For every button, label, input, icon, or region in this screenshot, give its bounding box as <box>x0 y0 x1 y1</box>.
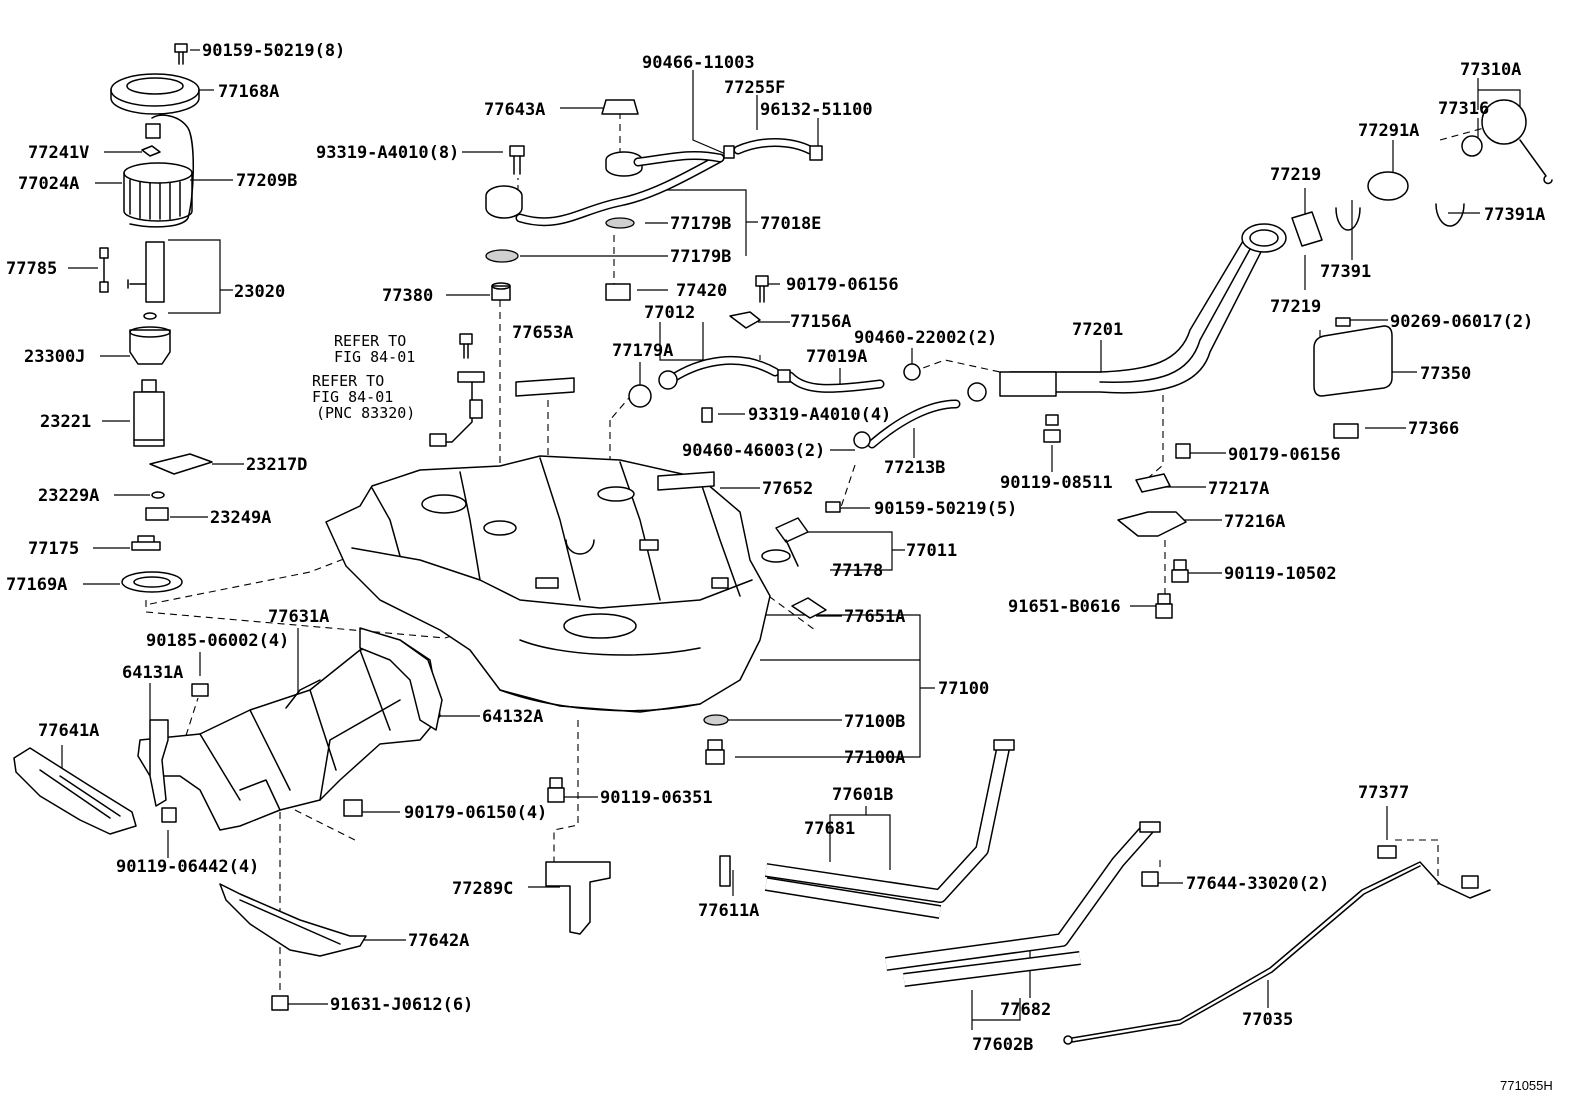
reference-note-2-line-3: (PNC 83320) <box>316 404 415 422</box>
callout-c67: 90119-06442(4) <box>116 857 259 877</box>
callout-c42: 77316 <box>1438 99 1489 119</box>
callout-c76: 77682 <box>1000 1000 1051 1020</box>
callout-c14: 77169A <box>6 575 67 595</box>
callout-c25: 90179-06156 <box>786 275 899 295</box>
callout-c32: 93319-A4010(4) <box>748 405 891 425</box>
callout-c66: 90119-06351 <box>600 788 713 808</box>
callout-c52: 77217A <box>1208 479 1269 499</box>
callout-c57: 77100 <box>938 679 989 699</box>
filler-pipe-assembly <box>628 223 1287 567</box>
callout-c29: 77179A <box>612 341 673 361</box>
callout-c47: 77219 <box>1270 297 1321 317</box>
callout-c24: 77420 <box>676 281 727 301</box>
callout-c21: 77018E <box>760 214 821 234</box>
callout-c20: 77179B <box>670 214 731 234</box>
filler-cap-assembly <box>1117 99 1553 619</box>
reference-note-2-line-1: REFER TO <box>312 372 384 390</box>
reference-note-1-line-2: FIG 84-01 <box>334 348 415 366</box>
callout-c08: 23300J <box>24 347 85 367</box>
callout-c37: 77011 <box>906 541 957 561</box>
callout-c54: 90119-10502 <box>1224 564 1337 584</box>
callout-c05: 77209B <box>236 171 297 191</box>
callout-c56: 77651A <box>844 607 905 627</box>
callout-c33: 90460-46003(2) <box>682 441 825 461</box>
callout-c40: 90119-08511 <box>1000 473 1113 493</box>
callout-c13: 77175 <box>28 539 79 559</box>
callout-c62: 64131A <box>122 663 183 683</box>
callout-c16: 77255F <box>724 78 785 98</box>
fuel-tank <box>325 377 827 765</box>
reference-note-2-line-2: FIG 84-01 <box>312 388 393 406</box>
callout-c70: 91631-J0612(6) <box>330 995 473 1015</box>
callout-c36: 90159-50219(5) <box>874 499 1017 519</box>
callout-c22: 77179B <box>670 247 731 267</box>
callout-c30: 90460-22002(2) <box>854 328 997 348</box>
callout-c15: 90466-11003 <box>642 53 755 73</box>
callout-c68: 77289C <box>452 879 513 899</box>
callout-c12: 23249A <box>210 508 271 528</box>
callout-c10: 23217D <box>246 455 307 475</box>
reference-note-1-line-1: REFER TO <box>334 332 406 350</box>
callout-c74: 77377 <box>1358 783 1409 803</box>
tank-straps <box>719 739 1161 987</box>
callout-c45: 77391A <box>1484 205 1545 225</box>
callout-c04: 77024A <box>18 174 79 194</box>
callout-c71: 77601B <box>832 785 893 805</box>
callout-c09: 23221 <box>40 412 91 432</box>
fuel-lid-cable <box>1063 845 1491 1045</box>
callout-c72: 77681 <box>804 819 855 839</box>
callout-labels: 90159-50219(8) 77168A 77241V 77024A 7720… <box>6 41 1553 1093</box>
callout-c07: 23020 <box>234 282 285 302</box>
callout-c61: 90185-06002(4) <box>146 631 289 651</box>
callout-c19: 93319-A4010(8) <box>316 143 459 163</box>
callout-c03: 77241V <box>28 143 89 163</box>
callout-c28: 77156A <box>790 312 851 332</box>
callout-c41: 77310A <box>1460 60 1521 80</box>
callout-c46: 77391 <box>1320 262 1371 282</box>
callout-c73: 77611A <box>698 901 759 921</box>
callout-c27: 77012 <box>644 303 695 323</box>
callout-c58: 77100B <box>844 712 905 732</box>
callout-c55: 91651-B0616 <box>1008 597 1121 617</box>
callout-c51: 90179-06156 <box>1228 445 1341 465</box>
callout-c63: 64132A <box>482 707 543 727</box>
callout-c49: 77350 <box>1420 364 1471 384</box>
callout-c65: 90179-06150(4) <box>404 803 547 823</box>
callout-c11: 23229A <box>38 486 99 506</box>
callout-c18: 77643A <box>484 100 545 120</box>
callout-c31: 77019A <box>806 347 867 367</box>
callout-c26: 77653A <box>512 323 573 343</box>
callout-c77: 77035 <box>1242 1010 1293 1030</box>
callout-c64: 77641A <box>38 721 99 741</box>
vent-line-assembly <box>485 99 823 329</box>
callout-c23: 77380 <box>382 286 433 306</box>
heat-shield-assembly <box>13 627 611 1011</box>
callout-c69: 77642A <box>408 931 469 951</box>
callout-c02: 77168A <box>218 82 279 102</box>
fuel-sender-reference <box>429 333 485 447</box>
callout-c50: 77366 <box>1408 419 1459 439</box>
callout-c59: 77100A <box>844 748 905 768</box>
callout-c44: 77219 <box>1270 165 1321 185</box>
callout-c43: 77291A <box>1358 121 1419 141</box>
callout-c17: 96132-51100 <box>760 100 873 120</box>
callout-c60: 77631A <box>268 607 329 627</box>
callout-c38: 77178 <box>832 561 883 581</box>
callout-c01: 90159-50219(8) <box>202 41 345 61</box>
callout-c48: 90269-06017(2) <box>1390 312 1533 332</box>
leader-lines <box>61 49 1521 1030</box>
diagram-id: 771055H <box>1500 1078 1553 1093</box>
callout-c06: 77785 <box>6 259 57 279</box>
callout-c78: 77602B <box>972 1035 1033 1055</box>
callout-c75: 77644-33020(2) <box>1186 874 1329 894</box>
callout-c35: 77652 <box>762 479 813 499</box>
callout-c53: 77216A <box>1224 512 1285 532</box>
fuel-pump-assembly <box>99 43 213 593</box>
callout-c39: 77201 <box>1072 320 1123 340</box>
callout-c34: 77213B <box>884 458 945 478</box>
